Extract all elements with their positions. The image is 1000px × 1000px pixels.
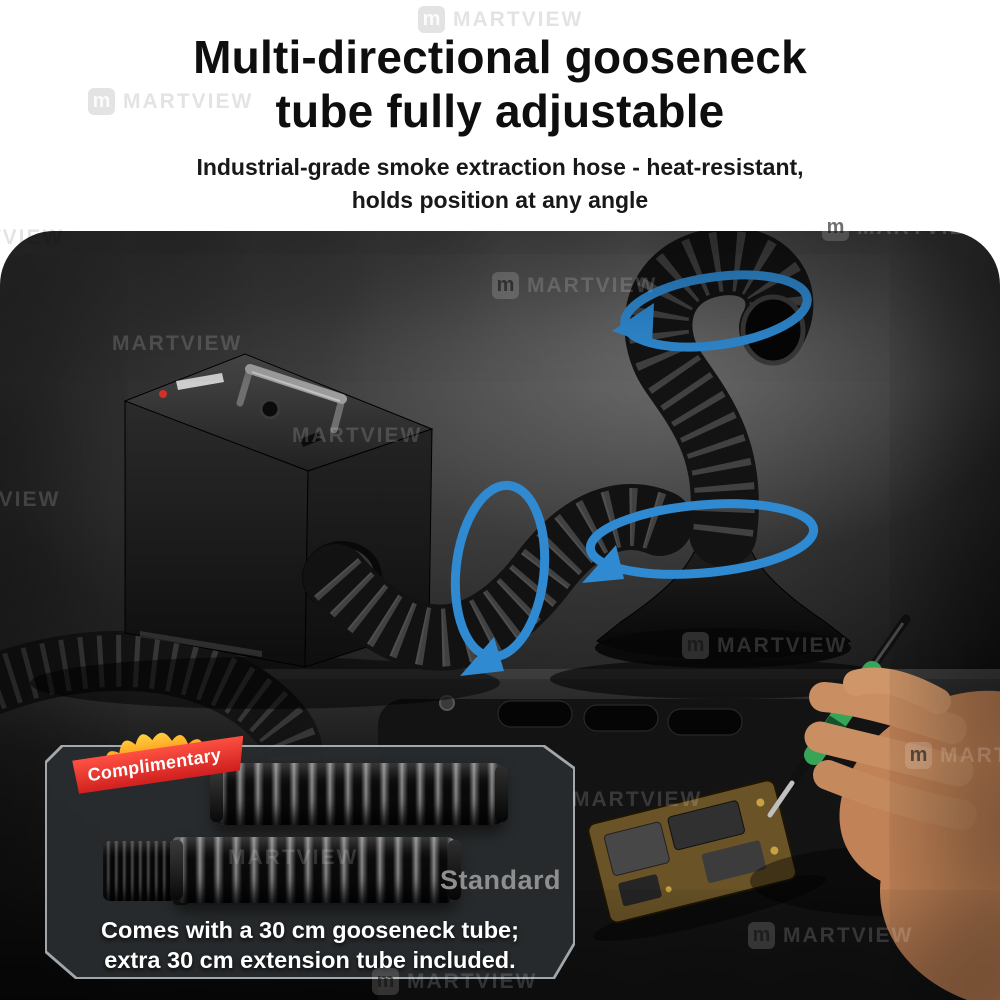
caption-line-2: extra 30 cm extension tube included. [104,946,516,973]
rotation-arrows [450,270,819,676]
machine-gooseneck-hose [303,484,693,671]
complimentary-ribbon: Complimentary [71,732,247,797]
subtitle-line-1: Industrial-grade smoke extraction hose -… [196,153,804,180]
pcb-board [587,779,826,941]
subtitle-line-2: holds position at any angle [351,186,649,213]
suction-funnel [595,535,851,668]
included-items-panel: Complimentary Standard Comes with a 30 c… [45,732,575,979]
finger [813,760,977,830]
title-line-2: tube fully adjustable [275,85,725,138]
page-subtitle: Industrial-grade smoke extraction hose -… [0,151,1000,218]
header: Multi-directional gooseneck tube fully a… [0,0,1000,231]
finger [804,721,974,787]
rotation-arrow-funnel [582,499,819,583]
label-plate [176,373,224,390]
title-line-1: Multi-directional gooseneck [193,31,807,83]
soldering-hand [750,614,1000,1000]
front-print-strip [140,631,262,657]
rotation-arrow-middle [450,480,550,676]
page-title: Multi-directional gooseneck tube fully a… [0,30,1000,139]
thumb [843,667,951,714]
carry-handle [245,364,347,404]
panel-caption: Comes with a 30 cm gooseneck tube; extra… [45,916,575,975]
finger [809,682,967,744]
power-switch [300,432,321,447]
iron-tip [767,780,795,818]
complimentary-tube-image [210,763,508,825]
rotation-arrow-top [612,270,812,352]
caption-line-1: Comes with a 30 cm gooseneck tube; [101,917,519,944]
handle-post [236,365,254,407]
standard-tube-image [170,837,461,903]
tube-coupler-image [103,836,189,906]
product-photo: Complimentary Standard Comes with a 30 c… [0,231,1000,1000]
control-knob [259,398,281,420]
standard-label: Standard [439,865,561,895]
brand-dot [159,390,167,398]
